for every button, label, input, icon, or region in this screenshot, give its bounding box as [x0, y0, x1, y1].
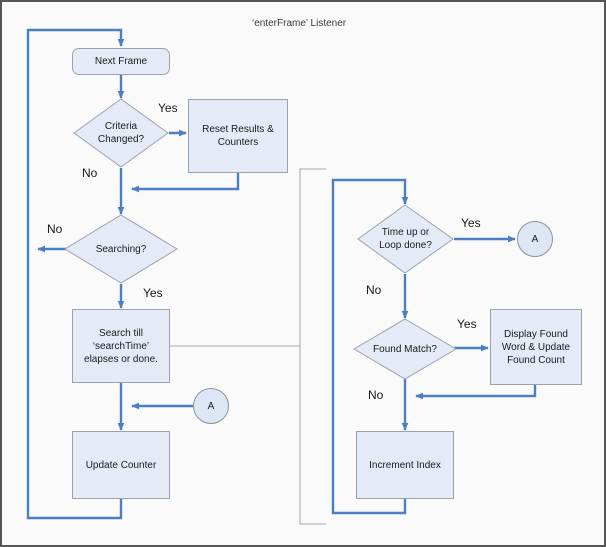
node-criteria-changed[interactable]: Criteria Changed?	[73, 98, 169, 168]
node-searching[interactable]: Searching?	[64, 214, 178, 284]
node-search-till-label: Search till ‘searchTime’ elapses or done…	[84, 327, 158, 365]
node-time-up-label: Time up or Loop done?	[357, 204, 454, 274]
edge-label-searching-no: No	[47, 222, 63, 236]
edge-label-criteria-yes: Yes	[158, 101, 178, 115]
node-search-till[interactable]: Search till ‘searchTime’ elapses or done…	[72, 309, 170, 383]
decision-text: Time up or Loop done?	[379, 227, 432, 251]
diamond-shape	[357, 204, 454, 274]
node-update-counter[interactable]: Update Counter	[72, 431, 170, 499]
node-criteria-changed-label: Criteria Changed?	[73, 98, 169, 168]
node-connector-a-right-label: A	[531, 233, 539, 245]
node-found-match[interactable]: Found Match?	[353, 318, 457, 380]
edge-label-timeup-yes: Yes	[461, 216, 481, 230]
node-found-match-label: Found Match?	[353, 318, 457, 380]
node-connector-a-left-label: A	[207, 400, 215, 412]
node-display-found-label: Display Found Word & Update Found Count	[501, 328, 571, 366]
node-update-counter-label: Update Counter	[85, 459, 157, 471]
decision-text: Found Match?	[373, 343, 437, 355]
node-increment-index-label: Increment Index	[369, 459, 441, 471]
node-searching-label: Searching?	[64, 214, 178, 284]
node-increment-index[interactable]: Increment Index	[356, 431, 454, 499]
diamond-shape	[64, 214, 178, 284]
edge-label-timeup-no: No	[366, 283, 382, 297]
diagram-title: ‘enterFrame’ Listener	[252, 18, 347, 29]
decision-text: Criteria Changed?	[97, 121, 145, 145]
node-reset-results-label: Reset Results & Counters	[202, 124, 274, 148]
edge-loop-to-next-frame	[26, 28, 125, 520]
edge-label-searching-yes: Yes	[143, 286, 163, 300]
edge-label-match-no: No	[368, 388, 384, 402]
decision-text: Searching?	[95, 243, 147, 255]
edge-label-match-yes: Yes	[457, 317, 477, 331]
edge-display-merge	[415, 385, 537, 400]
edge-increment-loop	[331, 178, 409, 515]
node-connector-a-left[interactable]: A	[193, 388, 229, 424]
subprocess-group-bracket	[299, 168, 326, 525]
edge-label-criteria-no: No	[82, 166, 98, 180]
node-reset-results[interactable]: Reset Results & Counters	[188, 99, 288, 173]
diamond-shape	[353, 318, 457, 380]
diamond-shape	[73, 98, 169, 168]
node-time-up[interactable]: Time up or Loop done?	[357, 204, 454, 274]
node-display-found[interactable]: Display Found Word & Update Found Count	[490, 309, 582, 385]
node-next-frame-label: Next Frame	[94, 56, 148, 67]
node-connector-a-right[interactable]: A	[517, 221, 553, 257]
edge-reset-merge	[131, 173, 240, 193]
node-next-frame[interactable]: Next Frame	[72, 48, 170, 75]
